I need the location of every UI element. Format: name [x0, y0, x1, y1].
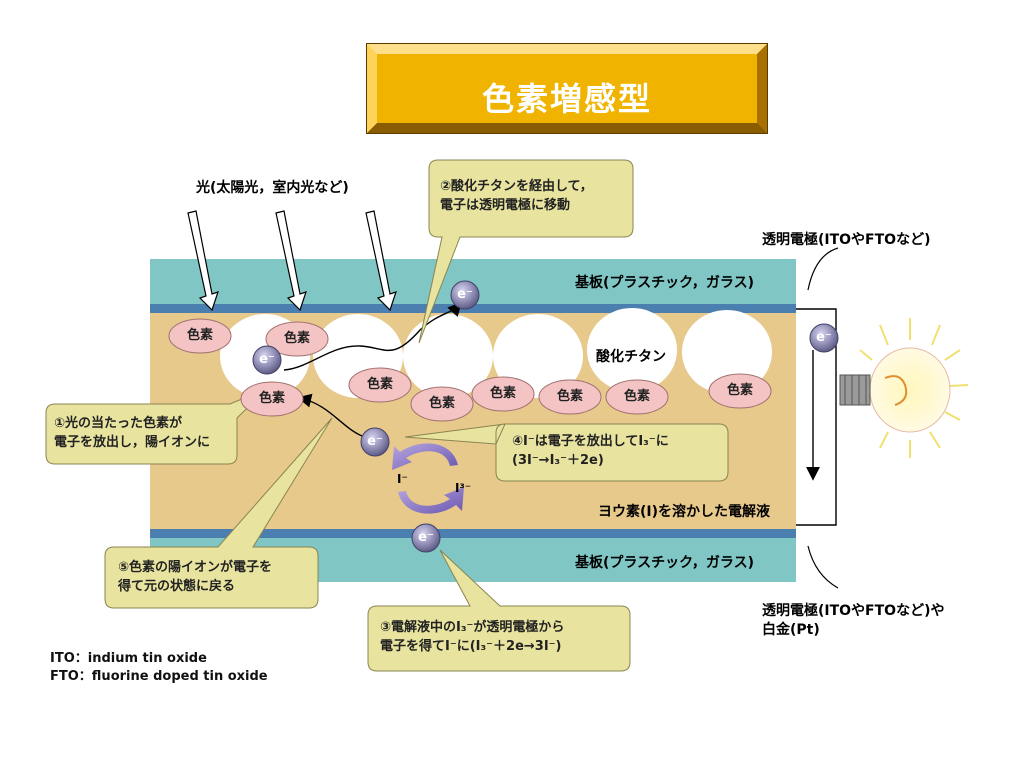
electrode-top [150, 304, 796, 313]
page-title: 色素増感型 [481, 80, 652, 118]
note-ito: ITO：indium tin oxide [50, 651, 207, 666]
dye-label: 色素 [186, 328, 213, 343]
dye-label: 色素 [726, 383, 753, 398]
callout-step3: ③電解液中のI₃⁻が透明電極から 電子を得てI⁻に(I₃⁻＋2e→3I⁻) [380, 620, 565, 654]
dye-label: 色素 [283, 331, 310, 346]
substrate-bottom-label: 基板(プラスチック，ガラス) [575, 555, 754, 571]
dye-label: 色素 [556, 389, 583, 404]
electron-label: e⁻ [457, 287, 473, 302]
dye-shapes [168, 318, 772, 422]
electron-label: e⁻ [418, 530, 434, 545]
tio2-label: 酸化チタン [596, 349, 666, 365]
dye-label: 色素 [366, 377, 393, 392]
electrode-top-label: 透明電極(ITOやFTOなど) [762, 232, 931, 248]
substrate-top-label: 基板(プラスチック，ガラス) [575, 275, 754, 291]
dye-label: 色素 [623, 389, 650, 404]
light-bulb-icon [839, 318, 969, 458]
dye-label: 色素 [428, 396, 455, 411]
callout-shapes [45, 159, 729, 672]
redox-cycle [392, 443, 464, 514]
dye-label: 色素 [489, 386, 516, 401]
electrode-bottom-label-2: 白金(Pt) [762, 622, 820, 638]
iodide-label: I⁻ [397, 472, 408, 486]
triiodide-label: I³⁻ [455, 481, 472, 495]
callout-step5: ⑤色素の陽イオンが電子を 得て元の状態に戻る [118, 560, 273, 594]
dye-label: 色素 [258, 391, 285, 406]
electrode-bottom [150, 529, 796, 538]
note-fto: FTO：fluorine doped tin oxide [50, 669, 268, 684]
electron-label: e⁻ [259, 352, 275, 367]
electrolyte-label: ヨウ素(I)を溶かした電解液 [598, 504, 771, 520]
electron-label: e⁻ [367, 434, 383, 449]
electron-label: e⁻ [816, 330, 832, 345]
callout-step1: ①光の当たった色素が 電子を放出し，陽イオンに [54, 416, 211, 450]
callout-step4: ④I⁻は電子を放出してI₃⁻に (3I⁻→I₃⁻＋2e) [512, 434, 669, 468]
title-plaque: 色素増感型 [366, 43, 768, 134]
electrode-bottom-label-1: 透明電極(ITOやFTOなど)や [762, 603, 945, 619]
light-arrows [187, 210, 397, 312]
electron-shapes [252, 280, 839, 553]
external-circuit [796, 308, 837, 526]
callout-step2: ②酸化チタンを経由して， 電子は透明電極に移動 [440, 179, 593, 213]
light-label: 光(太陽光，室内光など) [196, 180, 349, 196]
